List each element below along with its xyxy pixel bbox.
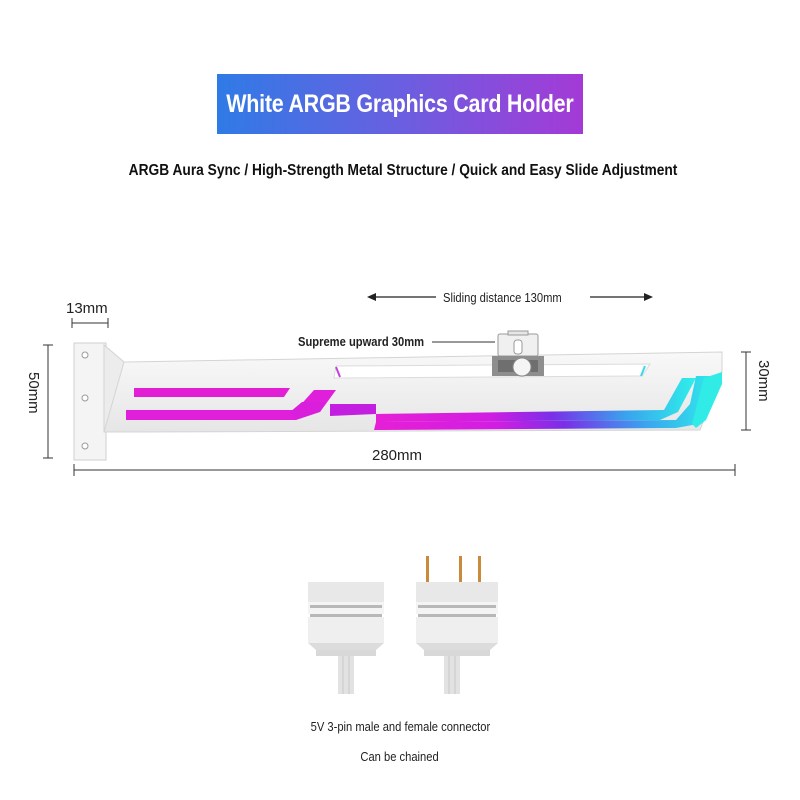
label-upward-text: Supreme upward 30mm [298,334,425,349]
label-upward: Supreme upward 30mm [298,334,445,349]
label-13mm: 13mm [66,300,108,317]
subtitle-text: ARGB Aura Sync / High-Strength Metal Str… [128,162,678,179]
sliding-arrow [367,293,653,301]
title-banner: White ARGB Graphics Card Holder [217,74,583,134]
dim-280mm [73,464,736,476]
female-connector [308,582,384,694]
argb-strip-segments [126,372,722,430]
chain-caption-text: Can be chained [360,749,440,764]
chain-caption: Can be chained [0,749,800,764]
dim-13mm [71,318,109,328]
dim-50mm [43,344,53,459]
mounting-bracket [73,342,107,461]
label-280mm: 280mm [372,447,423,464]
subtitle: ARGB Aura Sync / High-Strength Metal Str… [0,162,800,180]
label-sliding-distance: Sliding distance 130mm [443,290,581,305]
label-sliding-distance-text: Sliding distance 130mm [443,290,562,305]
connector-caption: 5V 3-pin male and female connector [0,719,800,734]
slider-clamp [492,330,544,377]
male-connector [416,556,498,694]
dim-30mm [741,351,751,431]
connector-caption-text: 5V 3-pin male and female connector [310,719,490,734]
page-title: White ARGB Graphics Card Holder [226,89,574,118]
label-50mm: 50mm [25,372,42,414]
label-30mm: 30mm [755,360,772,402]
